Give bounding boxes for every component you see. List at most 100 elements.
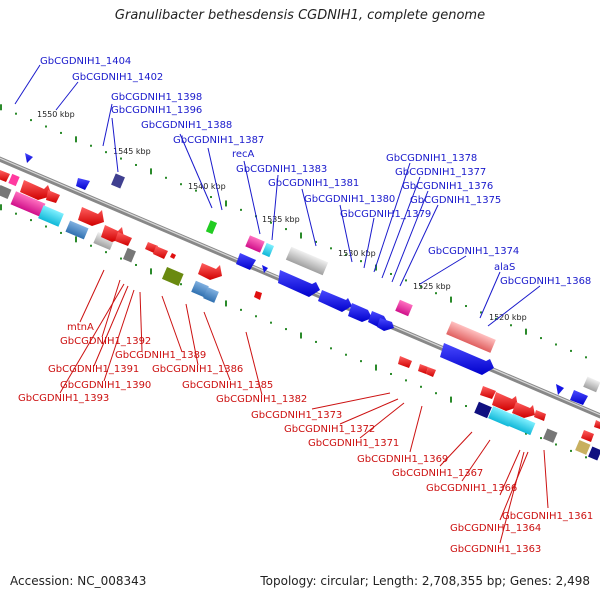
ruler-tick-label: 1540 kbp [188, 182, 226, 191]
forward-features [25, 153, 600, 405]
ruler-tick [360, 260, 362, 263]
gene-arrow-forward[interactable] [262, 265, 268, 273]
gene-box-cyan[interactable] [488, 406, 514, 427]
gene-box-gray[interactable] [285, 246, 329, 276]
gene-label-forward[interactable]: alaS [494, 262, 515, 273]
gene-box-cyan[interactable] [38, 205, 64, 227]
gene-arrow-reverse[interactable] [512, 402, 535, 418]
gene-label-reverse[interactable]: GbCGDNIH1_1363 [450, 544, 541, 555]
gene-label-reverse[interactable]: GbCGDNIH1_1373 [251, 410, 342, 421]
gene-label-forward[interactable]: GbCGDNIH1_1378 [386, 153, 477, 164]
gene-label-forward[interactable]: GbCGDNIH1_1374 [428, 246, 519, 257]
gene-label-forward[interactable]: GbCGDNIH1_1402 [72, 72, 163, 83]
gene-arrow-forward[interactable] [377, 318, 394, 331]
gene-box-navy[interactable] [474, 401, 492, 419]
gene-arrow-forward[interactable] [348, 303, 372, 322]
gene-box-salmon[interactable] [446, 321, 496, 353]
gene-label-forward[interactable]: GbCGDNIH1_1398 [111, 92, 202, 103]
gene-box-gray[interactable] [122, 247, 136, 263]
gene-box-gray[interactable] [93, 231, 115, 251]
gene-arrow-reverse[interactable] [0, 170, 10, 182]
gene-box-navy[interactable] [588, 446, 600, 461]
gene-arrow-reverse[interactable] [170, 253, 176, 259]
gene-arrow-reverse[interactable] [153, 246, 168, 259]
gene-label-reverse[interactable]: GbCGDNIH1_1372 [284, 424, 375, 435]
gene-arrow-reverse[interactable] [398, 356, 412, 368]
gene-label-forward[interactable]: GbCGDNIH1_1375 [410, 195, 501, 206]
gene-label-forward[interactable]: GbCGDNIH1_1380 [304, 194, 395, 205]
gene-arrow-forward[interactable] [278, 270, 320, 297]
gene-box-olive[interactable] [575, 440, 591, 455]
gene-arrow-forward[interactable] [25, 153, 33, 163]
gene-label-reverse[interactable]: GbCGDNIH1_1393 [18, 393, 109, 404]
gene-label-forward[interactable]: GbCGDNIH1_1379 [340, 209, 431, 220]
ruler-tick [450, 296, 452, 303]
gene-box-magenta[interactable] [10, 191, 46, 217]
ruler-tick [120, 157, 122, 160]
gene-label-reverse[interactable]: GbCGDNIH1_1364 [450, 523, 541, 534]
gene-label-forward[interactable]: recA [232, 149, 255, 160]
gene-arrow-forward[interactable] [236, 253, 256, 270]
gene-box-gray[interactable] [0, 185, 12, 199]
gene-arrow-forward[interactable] [76, 178, 90, 190]
ruler-tick [150, 268, 152, 275]
gene-label-forward[interactable]: GbCGDNIH1_1387 [173, 135, 264, 146]
gene-arrow-forward[interactable] [556, 384, 564, 395]
ruler-tick [75, 136, 77, 143]
gene-label-reverse[interactable]: GbCGDNIH1_1389 [115, 350, 206, 361]
gene-label-forward[interactable]: GbCGDNIH1_1396 [111, 105, 202, 116]
gene-arrow-reverse[interactable] [198, 263, 222, 280]
gene-arrow-reverse[interactable] [46, 190, 60, 203]
gene-label-reverse[interactable]: GbCGDNIH1_1390 [60, 380, 151, 391]
gene-label-reverse[interactable]: GbCGDNIH1_1385 [182, 380, 273, 391]
gene-arrow-reverse[interactable] [534, 410, 546, 421]
gene-label-forward[interactable]: GbCGDNIH1_1368 [500, 276, 591, 287]
gene-label-forward[interactable]: GbCGDNIH1_1383 [236, 164, 327, 175]
gene-label-reverse[interactable]: mtnA [67, 322, 94, 333]
gene-arrow-reverse[interactable] [426, 367, 436, 377]
gene-box-steel[interactable] [65, 220, 89, 240]
gene-box-gray[interactable] [583, 376, 600, 393]
gene-box-cyan[interactable] [508, 413, 536, 436]
ruler-tick [90, 144, 92, 147]
gene-arrow-forward[interactable] [440, 343, 494, 375]
gene-arrow-reverse[interactable] [78, 207, 104, 226]
gene-label-reverse[interactable]: GbCGDNIH1_1369 [357, 454, 448, 465]
gene-box-cyan[interactable] [261, 242, 275, 258]
gene-box-navy[interactable] [111, 173, 125, 189]
gene-label-forward[interactable]: GbCGDNIH1_1404 [40, 56, 131, 67]
gene-label-reverse[interactable]: GbCGDNIH1_1391 [48, 364, 139, 375]
gene-arrow-reverse[interactable] [115, 232, 132, 246]
ruler-tick [240, 208, 242, 211]
gene-label-reverse[interactable]: GbCGDNIH1_1392 [60, 336, 151, 347]
gene-label-reverse[interactable]: GbCGDNIH1_1386 [152, 364, 243, 375]
ruler-tick [345, 353, 347, 356]
gene-label-forward[interactable]: GbCGDNIH1_1388 [141, 120, 232, 131]
gene-arrow-forward[interactable] [318, 290, 352, 312]
gene-box-green[interactable] [205, 220, 218, 235]
gene-arrow-reverse[interactable] [20, 180, 52, 200]
gene-box-magenta[interactable] [8, 173, 20, 187]
ruler-tick [30, 219, 32, 222]
gene-box-magenta[interactable] [395, 299, 413, 317]
gene-arrow-reverse[interactable] [418, 364, 428, 374]
gene-label-reverse[interactable]: GbCGDNIH1_1382 [216, 394, 307, 405]
gene-box-gray[interactable] [543, 428, 558, 443]
gene-label-forward[interactable]: GbCGDNIH1_1377 [395, 167, 486, 178]
gene-arrow-reverse[interactable] [492, 392, 518, 411]
gene-arrow-reverse[interactable] [254, 291, 262, 300]
gene-arrow-reverse[interactable] [581, 430, 594, 442]
gene-box-olive[interactable] [161, 266, 184, 286]
gene-arrow-reverse[interactable] [480, 386, 496, 399]
gene-label-reverse[interactable]: GbCGDNIH1_1367 [392, 468, 483, 479]
gene-box-steel[interactable] [203, 287, 219, 303]
gene-label-reverse[interactable]: GbCGDNIH1_1371 [308, 438, 399, 449]
gene-label-forward[interactable]: GbCGDNIH1_1376 [402, 181, 493, 192]
gene-label-reverse[interactable]: GbCGDNIH1_1361 [502, 511, 593, 522]
gene-arrow-forward[interactable] [570, 390, 588, 405]
gene-label-reverse[interactable]: GbCGDNIH1_1366 [426, 483, 517, 494]
gene-arrow-reverse[interactable] [594, 420, 600, 429]
gene-box-magenta[interactable] [245, 235, 265, 253]
gene-label-forward[interactable]: GbCGDNIH1_1381 [268, 178, 359, 189]
gene-box-steel[interactable] [191, 280, 209, 298]
